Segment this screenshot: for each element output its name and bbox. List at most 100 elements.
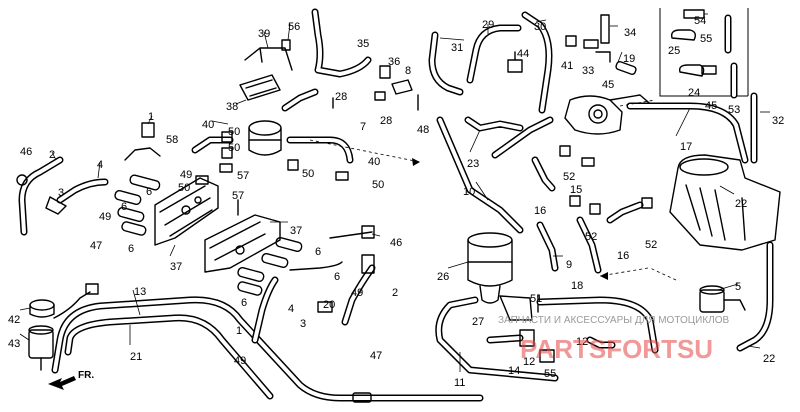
front-direction-label: FR. [78,370,94,381]
callout-18: 18 [571,280,583,292]
callout-34: 34 [624,27,636,39]
hose-16b [606,201,644,224]
callout-50: 50 [228,126,240,138]
hose-16a [531,156,556,192]
hose-31 [428,31,464,96]
callout-28: 28 [380,115,392,127]
callout-50: 50 [372,179,384,191]
callout-22: 22 [763,353,775,365]
long-pipe-21 [64,314,274,400]
callout-22: 22 [735,198,747,210]
callout-50: 50 [228,142,240,154]
callout-6: 6 [241,297,247,309]
callout-10: 10 [463,186,475,198]
callout-49: 49 [99,211,111,223]
clamps-52-15 [559,145,653,215]
callout-47: 47 [370,350,382,362]
subassembly-frame [659,8,749,97]
hose-12 [536,296,659,354]
hose-1-lower [251,276,279,344]
box-parts-54-55-25-24 [670,9,717,77]
hose-2-left [16,156,64,236]
callout-27: 27 [472,316,484,328]
callout-31: 31 [451,42,463,54]
hose-14 [486,329,555,363]
hose-11 [435,296,559,382]
callout-6: 6 [146,186,152,198]
callout-46: 46 [390,237,402,249]
pipe-joint [352,392,372,403]
callout-33: 33 [582,65,594,77]
callout-30: 30 [534,21,546,33]
callout-50: 50 [178,182,190,194]
watermark-logo: PARTSFORTSU [520,334,713,364]
callout-45: 45 [602,79,614,91]
callout-15: 15 [570,184,582,196]
hose-40-lower [286,136,354,164]
callout-52: 52 [645,239,657,251]
callout-55: 55 [700,33,712,45]
callout-2: 2 [49,149,55,161]
callout-28: 28 [335,91,347,103]
long-pipe-13 [51,296,484,402]
callout-37: 37 [290,225,302,237]
callout-6: 6 [128,243,134,255]
callout-38: 38 [226,101,238,113]
callout-6: 6 [121,201,127,213]
callout-43: 43 [8,338,20,350]
callout-25: 25 [668,45,680,57]
reference-arrows [309,99,677,281]
canister-26 [467,232,513,304]
callout-45: 45 [705,100,717,112]
callout-48: 48 [417,124,429,136]
callout-46: 46 [20,146,32,158]
callout-36: 36 [388,56,400,68]
hose-4 [45,178,109,215]
hose-40-upper [281,88,319,112]
callout-2: 2 [392,287,398,299]
callout-49: 49 [180,169,192,181]
valve-manifold-37-lower [204,199,281,273]
intake-chamber-22 [669,154,781,251]
fittings-36-8-28-48 [332,65,419,111]
callout-8: 8 [405,65,411,77]
bracket-39 [244,39,293,71]
callout-23: 23 [467,158,479,170]
callout-42: 42 [8,314,20,326]
callout-14: 14 [508,365,520,377]
valve-manifold-37-upper [154,177,219,246]
callout-35: 35 [357,38,369,50]
callout-57: 57 [232,190,244,202]
hose-29 [466,24,522,84]
callout-41: 41 [561,60,573,72]
hose-35 [311,8,372,78]
leader-lines [19,13,770,372]
callout-6: 6 [334,271,340,283]
callout-32: 32 [772,115,784,127]
callout-39: 39 [258,28,270,40]
callout-12: 12 [576,336,588,348]
callout-56: 56 [288,21,300,33]
pipe-46-lower [329,225,375,274]
solenoid-5 [699,285,746,313]
hose-23 [464,116,524,132]
hose-22-lower [736,241,774,352]
callout-19: 19 [623,53,635,65]
valve-44 [507,51,523,73]
small-parts-41-33-34-19 [565,14,637,76]
throttle-body [564,94,656,135]
hose-30 [521,11,553,114]
callout-7: 7 [360,121,366,133]
callout-26: 26 [437,271,449,283]
hose-17 [626,102,749,164]
callout-29: 29 [482,19,494,31]
callout-51: 51 [530,293,542,305]
callout-9: 9 [566,259,572,271]
callout-12: 12 [523,356,535,368]
callout-1: 1 [236,325,242,337]
callout-55: 55 [544,368,556,380]
hose-6-set-lower [237,236,303,296]
